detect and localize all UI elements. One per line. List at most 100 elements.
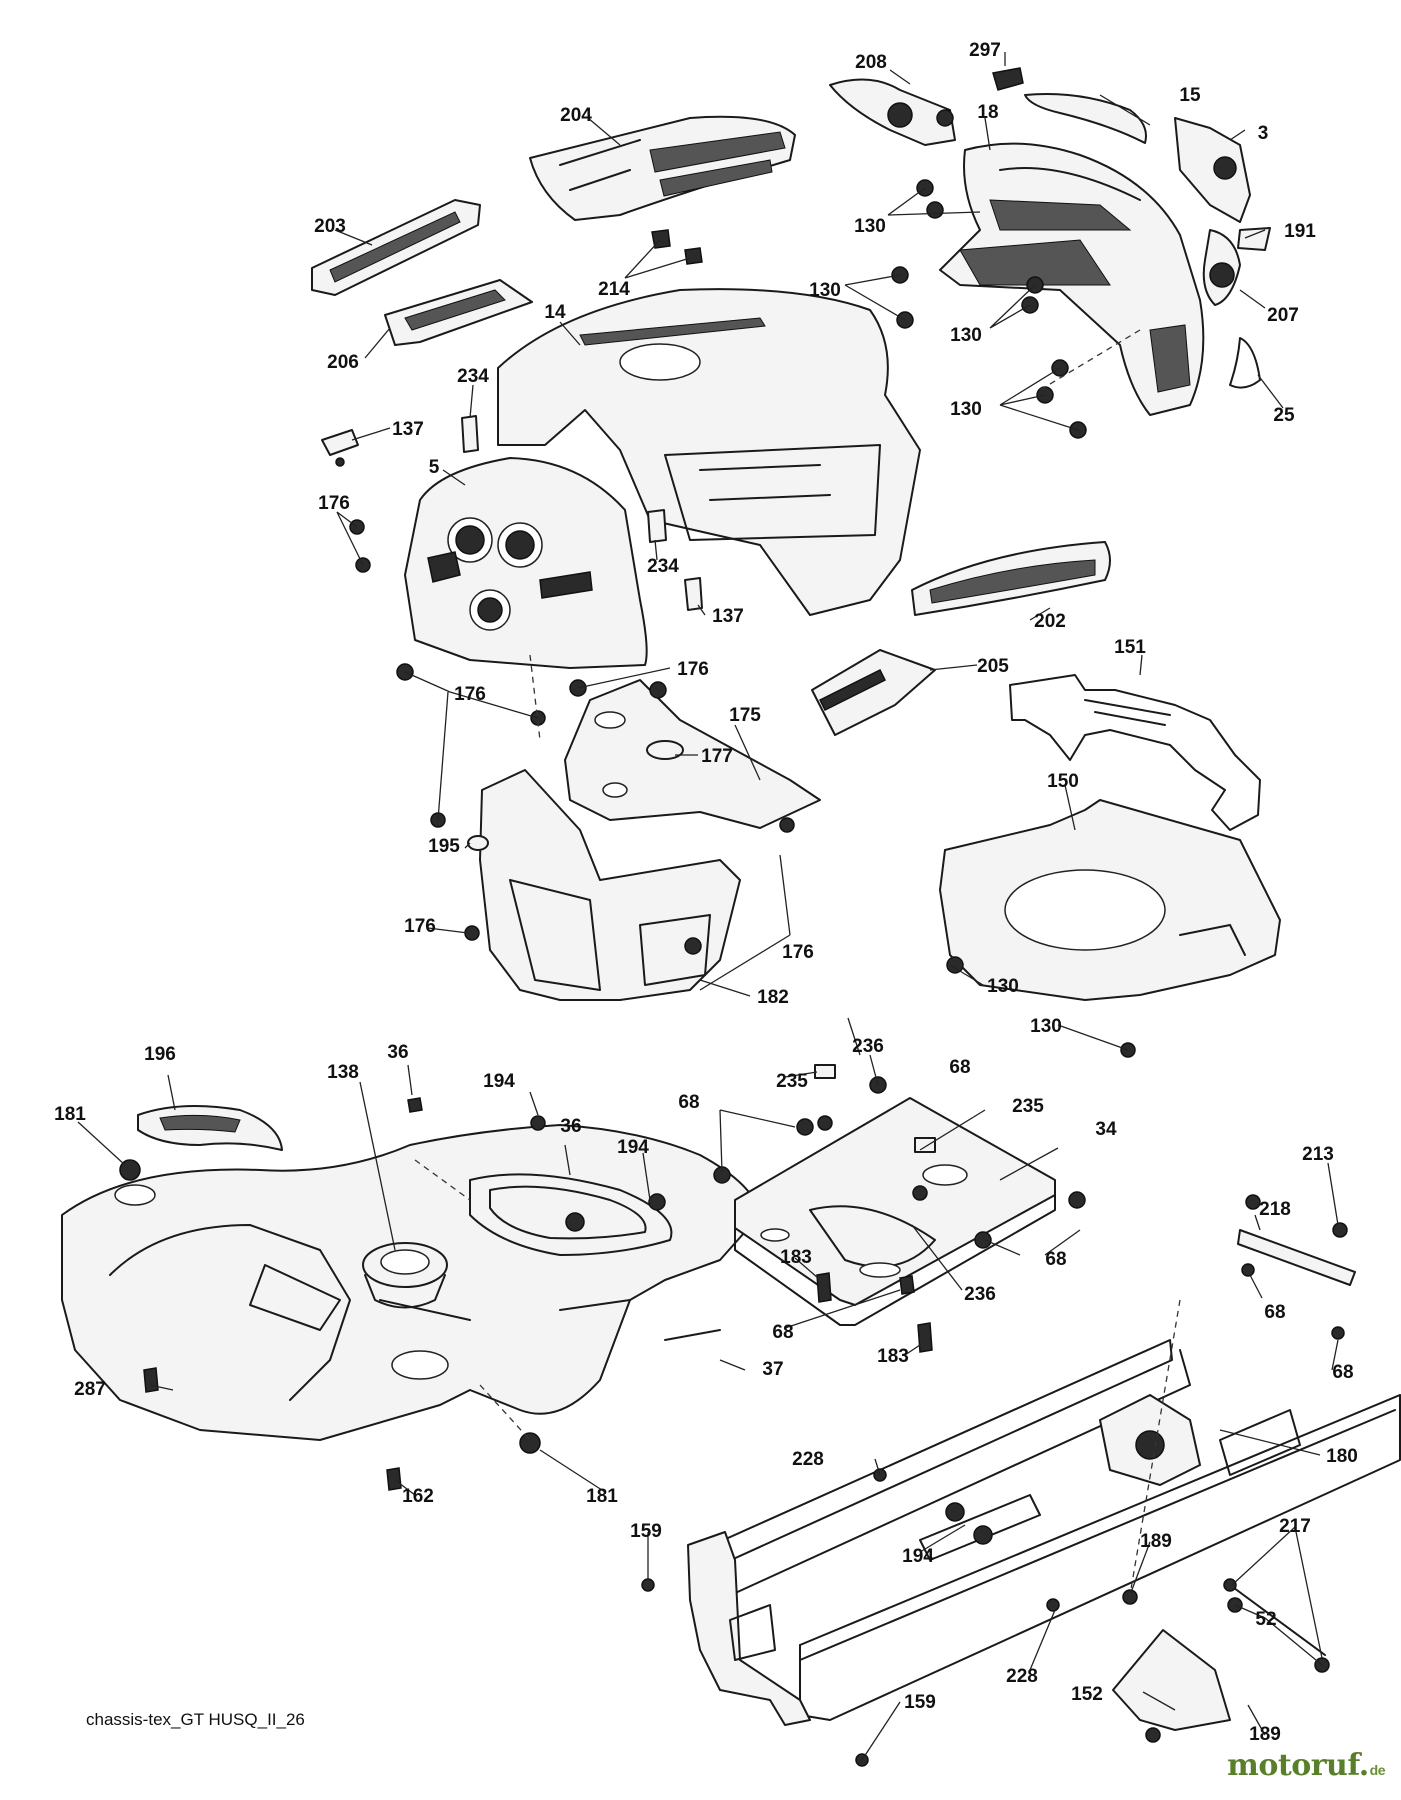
part-hood	[497, 288, 921, 616]
callout-label: 234	[457, 366, 489, 387]
callout-label: 203	[314, 216, 346, 237]
callout-label: 152	[1071, 1684, 1103, 1705]
callout-label: 182	[757, 987, 789, 1008]
part-195	[467, 835, 489, 851]
part-205	[811, 649, 936, 736]
callout-label: 235	[776, 1071, 808, 1092]
callout-label: 130	[950, 399, 982, 420]
diagram-caption: chassis-tex_GT HUSQ_II_26	[86, 1710, 305, 1729]
callout-label: 228	[1006, 1666, 1038, 1687]
callout-label: 130	[809, 280, 841, 301]
callout-label: 68	[949, 1057, 970, 1078]
callout-label: 236	[852, 1036, 884, 1057]
callout-label: 218	[1259, 1199, 1291, 1220]
callout-label: 217	[1279, 1516, 1311, 1537]
callout-label: 176	[404, 916, 436, 937]
callout-label: 52	[1255, 1609, 1276, 1630]
callout-label: 191	[1284, 221, 1316, 242]
part-25	[1229, 337, 1261, 389]
callout-label: 196	[144, 1044, 176, 1065]
part-mount-plate	[734, 1097, 1056, 1326]
part-150	[939, 799, 1281, 1001]
callout-label: 176	[782, 942, 814, 963]
callout-label: 130	[854, 216, 886, 237]
callout-label: 34	[1095, 1119, 1117, 1140]
part-208	[829, 78, 956, 146]
part-front-grille	[939, 142, 1205, 416]
callout-label: 181	[54, 1104, 86, 1125]
callout-label: 195	[428, 836, 460, 857]
part-177	[646, 740, 684, 760]
part-196	[137, 1105, 283, 1151]
part-191	[1237, 227, 1271, 251]
callout-label: 36	[387, 1042, 408, 1063]
callout-label: 159	[904, 1692, 936, 1713]
callout-label: 68	[1045, 1249, 1066, 1270]
fender-hardware	[119, 1097, 666, 1491]
callout-label: 137	[712, 606, 744, 627]
callout-label: 236	[964, 1284, 996, 1305]
part-frame	[687, 1339, 1401, 1726]
callout-label: 287	[74, 1379, 106, 1400]
part-137	[321, 429, 703, 611]
callout-label: 130	[987, 976, 1019, 997]
callout-label: 297	[969, 40, 1001, 61]
part-175	[564, 679, 821, 829]
callout-label: 183	[877, 1346, 909, 1367]
callout-label: 137	[392, 419, 424, 440]
part-234	[461, 415, 667, 543]
part-218	[1237, 1194, 1356, 1340]
callout-label: 194	[902, 1546, 934, 1567]
callout-label: 68	[1332, 1362, 1353, 1383]
callout-label: 68	[772, 1322, 793, 1343]
part-207	[1202, 229, 1241, 306]
part-151	[1009, 674, 1261, 831]
alignment-lines	[414, 329, 1181, 1596]
callout-label: 176	[318, 493, 350, 514]
callout-label: 36	[560, 1116, 581, 1137]
callout-label: 206	[327, 352, 359, 373]
callout-label: 162	[402, 1486, 434, 1507]
part-297	[992, 67, 1024, 91]
callout-label: 180	[1326, 1446, 1358, 1467]
brand-dot: .	[1358, 1748, 1369, 1783]
callout-label: 176	[677, 659, 709, 680]
brand-logo[interactable]: motoruf.de	[1227, 1748, 1385, 1783]
callout-label: 208	[855, 52, 887, 73]
callout-label: 194	[617, 1137, 649, 1158]
plate-hardware	[713, 1064, 1086, 1353]
callout-label: 205	[977, 656, 1009, 677]
callout-label: 213	[1302, 1144, 1334, 1165]
part-138	[362, 1242, 448, 1309]
brand-tld: de	[1369, 1762, 1386, 1778]
callout-label: 175	[729, 705, 761, 726]
callout-label: 18	[977, 102, 998, 123]
part-15	[1024, 93, 1147, 144]
callout-label: 150	[1047, 771, 1079, 792]
callout-label: 183	[780, 1247, 812, 1268]
part-hood-vent	[529, 115, 796, 221]
callout-label: 138	[327, 1062, 359, 1083]
part-202	[911, 541, 1111, 616]
callout-label: 194	[483, 1071, 515, 1092]
callout-label: 15	[1179, 85, 1201, 106]
callout-label: 189	[1140, 1531, 1172, 1552]
callout-label: 130	[950, 325, 982, 346]
part-152	[1112, 1629, 1231, 1731]
callout-label: 151	[1114, 637, 1146, 658]
callout-label: 176	[454, 684, 486, 705]
leader-lines	[77, 52, 1339, 1761]
callout-label: 25	[1273, 405, 1295, 426]
callout-label: 202	[1034, 611, 1066, 632]
callout-label: 207	[1267, 305, 1299, 326]
callout-label: 177	[701, 746, 733, 767]
callout-label: 14	[544, 302, 566, 323]
brand-name: motoruf	[1227, 1748, 1359, 1783]
callout-label: 159	[630, 1521, 662, 1542]
part-182	[479, 769, 741, 1001]
part-203	[311, 199, 481, 296]
callout-label: 228	[792, 1449, 824, 1470]
callout-label: 68	[678, 1092, 699, 1113]
callout-label: 37	[762, 1359, 783, 1380]
